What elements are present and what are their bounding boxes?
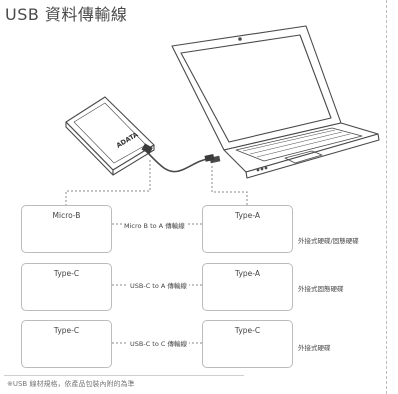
device-use-label: 外接式硬碟/固態硬碟 (298, 237, 359, 245)
source-connector-card: Micro-B (21, 205, 112, 253)
connector-label: Type-C (53, 326, 80, 335)
source-connector-card: Type-C (21, 263, 112, 311)
usb-cable-illustration (141, 143, 215, 173)
cable-type-label: USB-C to A 傳輸線 (128, 280, 189, 290)
page-guide-line (386, 0, 387, 394)
connector-label: Type-C (234, 326, 261, 335)
device-use-label: 外接式硬碟 (298, 344, 331, 352)
footnote: ※USB 線材規格，依產品包裝內附的為準 (7, 380, 135, 388)
target-connector-card: Type-A (202, 263, 293, 311)
connector-label: Micro-B (52, 211, 81, 220)
connector-label: Type-C (53, 269, 80, 278)
cable-type-label: USB-C to C 傳輸線 (128, 338, 189, 348)
external-drive-illustration (65, 96, 155, 176)
source-connector-card: Type-C (21, 320, 112, 368)
cable-type-label: Micro B to A 傳輸線 (122, 220, 187, 230)
connector-label: Type-A (235, 211, 260, 220)
footnote-divider (4, 375, 244, 376)
page-title: USB 資料傳輸線 (5, 5, 128, 24)
device-use-label: 外接式固態硬碟 (298, 285, 344, 293)
laptop-illustration (171, 25, 380, 179)
connector-label: Type-A (235, 269, 260, 278)
target-connector-card: Type-A (202, 205, 293, 253)
target-connector-card: Type-C (202, 320, 293, 368)
